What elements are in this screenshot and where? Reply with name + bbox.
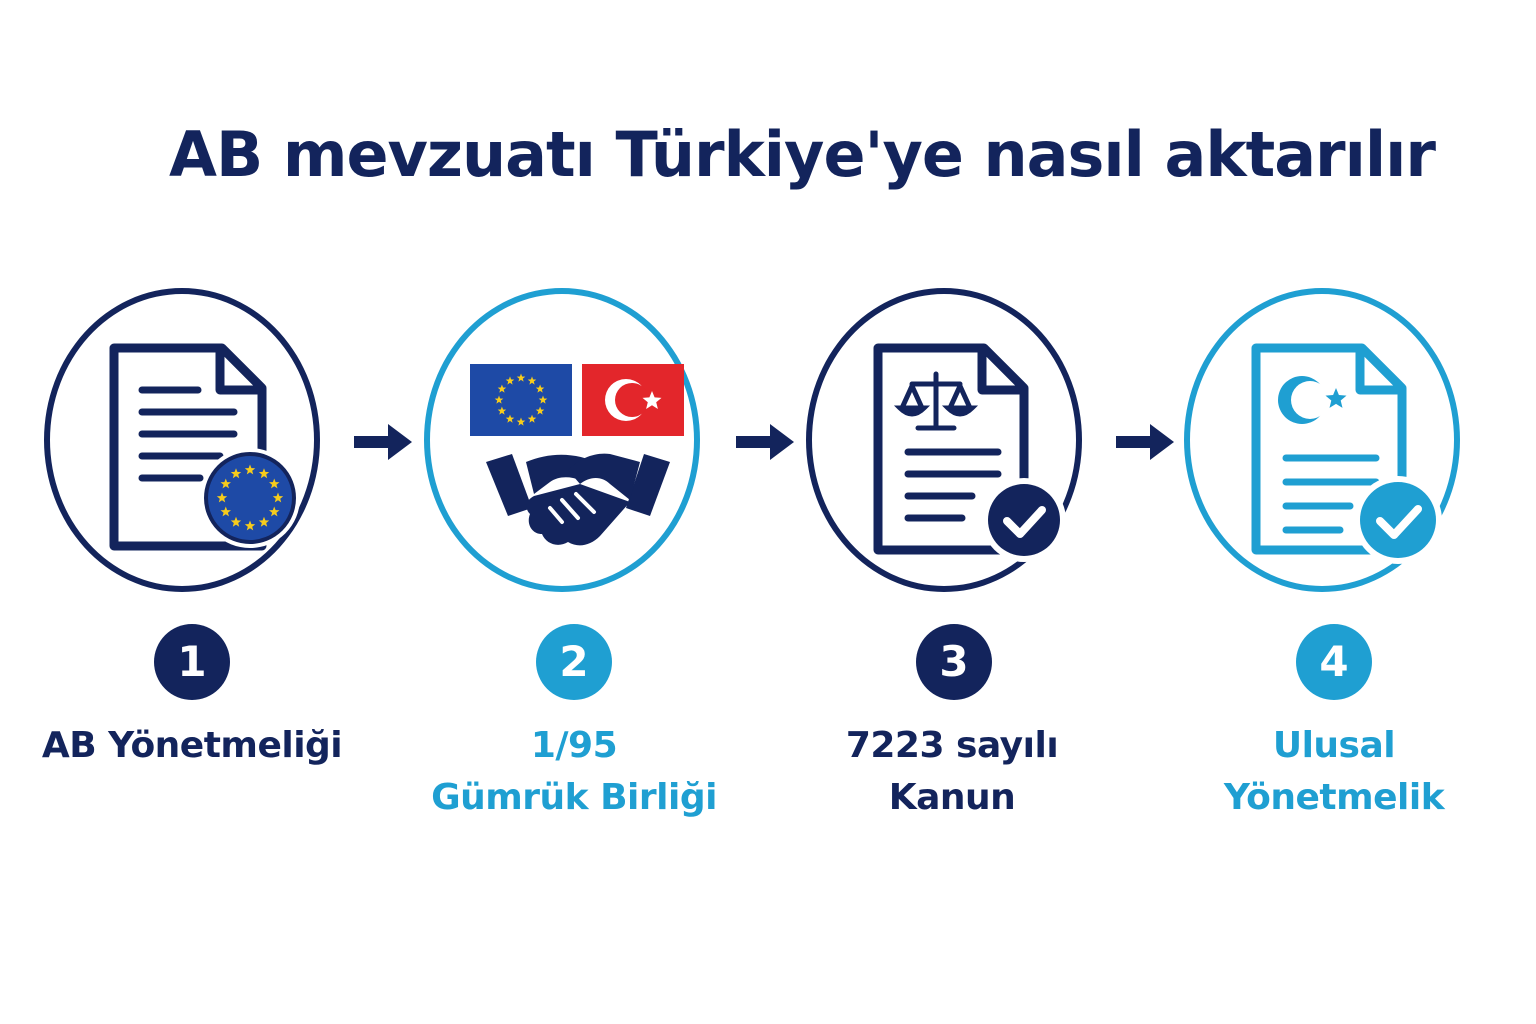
eu-star-icon <box>527 376 537 385</box>
eu-star-icon <box>527 414 537 423</box>
eu-star-icon <box>516 417 526 426</box>
eu-turkey-handshake-icon <box>470 364 684 546</box>
step-4-label-line: Ulusal <box>1272 725 1396 766</box>
eu-regulation-document-icon <box>109 343 300 551</box>
step-3-label-line: 7223 sayılı <box>845 725 1059 766</box>
step-2-label-line: 1/95 <box>530 725 618 766</box>
eu-star-icon <box>505 376 515 385</box>
step-4-circle <box>1184 288 1460 592</box>
step-4-number-badge: 4 <box>1296 624 1372 700</box>
eu-star-icon <box>272 492 284 503</box>
star-icon <box>1325 388 1347 408</box>
eu-star-icon <box>258 516 270 527</box>
scales-icon <box>893 371 979 431</box>
step-4-label: Ulusal Yönetmelik <box>1154 720 1514 824</box>
eu-star-icon <box>258 468 270 479</box>
step-2-number-badge: 2 <box>536 624 612 700</box>
step-2-label-line: Gümrük Birliği <box>431 777 717 818</box>
step-1-label: AB Yönetmeliği <box>12 720 372 772</box>
eu-star-icon <box>216 492 228 503</box>
step-3-label: 7223 sayılı Kanun <box>772 720 1132 824</box>
step-2-label: 1/95 Gümrük Birliği <box>394 720 754 824</box>
eu-star-icon <box>269 506 280 517</box>
step-1-circle <box>44 288 320 592</box>
eu-star-icon <box>497 406 507 415</box>
arrow-icon <box>1116 424 1174 460</box>
law-document-check-icon <box>873 343 1066 562</box>
eu-star-icon <box>220 506 231 517</box>
step-3-label-line: Kanun <box>888 777 1016 818</box>
eu-star-icon <box>535 384 545 393</box>
step-3-circle <box>806 288 1082 592</box>
arrow-icon <box>354 424 412 460</box>
step-1-label-line: AB Yönetmeliği <box>41 725 343 766</box>
eu-star-icon <box>220 478 231 489</box>
step-3-number-badge: 3 <box>916 624 992 700</box>
eu-star-icon <box>497 384 507 393</box>
eu-star-icon <box>505 414 515 423</box>
eu-star-icon <box>230 516 242 527</box>
step-2-circle <box>424 288 700 592</box>
eu-star-icon <box>516 373 526 382</box>
check-icon <box>988 484 1060 556</box>
eu-star-icon <box>244 520 256 531</box>
eu-star-icon <box>244 464 256 475</box>
step-1-number-badge: 1 <box>154 624 230 700</box>
arrow-icon <box>736 424 794 460</box>
national-regulation-check-icon <box>1251 343 1442 564</box>
eu-star-icon <box>230 468 242 479</box>
eu-star-icon <box>494 395 504 404</box>
step-4-label-line: Yönetmelik <box>1223 777 1445 818</box>
check-icon <box>1360 482 1436 558</box>
page-title: AB mevzuatı Türkiye'ye nasıl aktarılır <box>169 118 1436 191</box>
eu-star-icon <box>269 478 280 489</box>
eu-star-icon <box>535 406 545 415</box>
eu-star-icon <box>538 395 548 404</box>
